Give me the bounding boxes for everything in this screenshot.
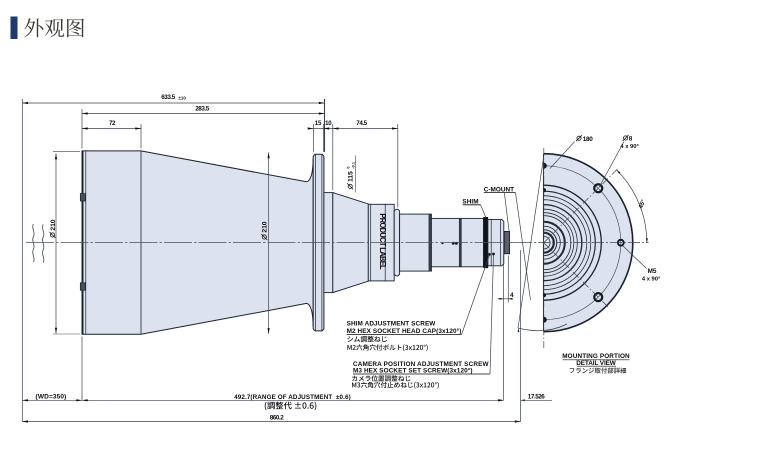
svg-text:45°: 45° <box>638 199 647 210</box>
svg-text:74.5: 74.5 <box>356 120 367 127</box>
svg-text:C-MOUNT: C-MOUNT <box>484 186 514 193</box>
svg-text:210: 210 <box>262 221 269 232</box>
svg-text:M5: M5 <box>648 268 657 275</box>
svg-text:4 x 90°: 4 x 90° <box>642 276 661 282</box>
svg-text:10: 10 <box>325 120 332 127</box>
svg-text:M2 HEX SOCKET HEAD CAP(3x120°): M2 HEX SOCKET HEAD CAP(3x120°) <box>347 327 462 335</box>
svg-text:4: 4 <box>510 292 514 299</box>
svg-text:(WD=350): (WD=350) <box>36 394 67 401</box>
svg-text:633.5: 633.5 <box>161 94 175 101</box>
svg-text:180: 180 <box>583 136 593 143</box>
svg-text:283.5: 283.5 <box>195 106 209 113</box>
svg-text:8: 8 <box>629 136 633 143</box>
svg-text:M3 HEX SOCKET SET SCREW(3x120°: M3 HEX SOCKET SET SCREW(3x120°) <box>353 367 473 375</box>
svg-text:210: 210 <box>50 219 57 230</box>
svg-text:±10: ±10 <box>179 95 187 100</box>
svg-text:4 x 90°: 4 x 90° <box>620 144 639 150</box>
svg-text:MOUNTING PORTION: MOUNTING PORTION <box>562 353 630 360</box>
svg-text:PRODUCT LABEL: PRODUCT LABEL <box>378 213 387 269</box>
svg-text:492.7(RANGE OF ADJUSTMENT ±0.: 492.7(RANGE OF ADJUSTMENT ±0.6) <box>234 394 351 401</box>
svg-text:SHIM ADJUSTMENT SCREW: SHIM ADJUSTMENT SCREW <box>347 321 437 328</box>
svg-text:-0.1: -0.1 <box>351 162 355 169</box>
svg-text:DETAIL VIEW: DETAIL VIEW <box>576 360 617 367</box>
svg-text:115: 115 <box>348 171 355 182</box>
svg-text:SHIM: SHIM <box>462 198 478 205</box>
svg-text:17.526: 17.526 <box>528 394 546 401</box>
svg-text:15: 15 <box>315 120 322 127</box>
svg-text:CAMERA POSITION ADJUSTMENT SCR: CAMERA POSITION ADJUSTMENT SCREW <box>353 361 490 368</box>
svg-text:860.2: 860.2 <box>270 414 284 421</box>
svg-text:72: 72 <box>109 120 116 127</box>
svg-text:0: 0 <box>347 166 351 168</box>
